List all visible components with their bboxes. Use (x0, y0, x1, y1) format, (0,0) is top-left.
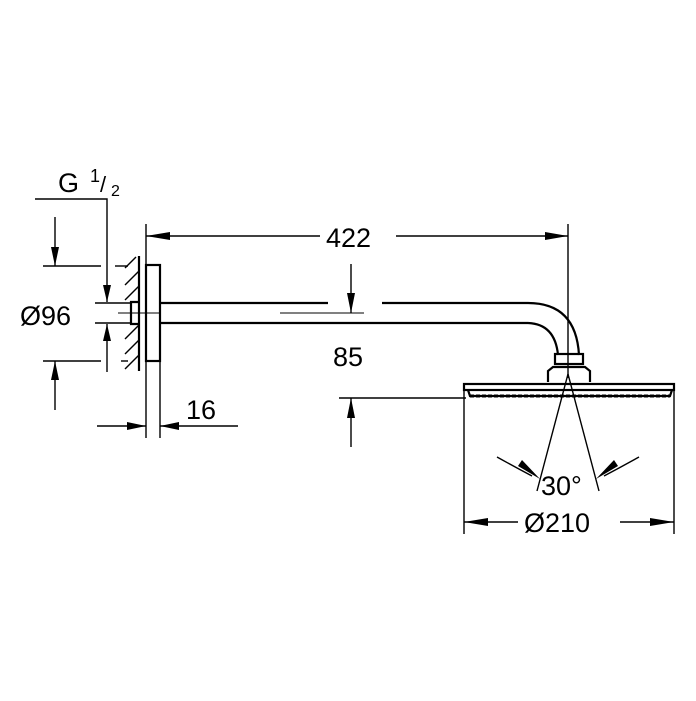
depth-arrow-left (160, 422, 179, 430)
thread-slash: / (100, 172, 107, 197)
shower-head (462, 352, 676, 398)
wall-flange (144, 263, 162, 363)
drop-arrow-down (347, 293, 355, 313)
angle-arrow-left (518, 460, 540, 479)
wall-hatch (124, 256, 141, 371)
spray-angle-label: 30° (541, 471, 582, 501)
projection-label: 422 (326, 223, 371, 253)
flange-arrow-down (51, 247, 59, 266)
flange-arrow-up (51, 361, 59, 380)
head-arrow-left (464, 518, 488, 526)
angle-arc-right (603, 456, 640, 477)
angle-arc-left (496, 456, 533, 477)
depth-arrow-right (127, 422, 146, 430)
spray-line-left (536, 373, 569, 492)
head-arrow-right (650, 518, 674, 526)
drop-height-label: 85 (333, 342, 363, 372)
spray-line-right (567, 373, 600, 492)
angle-arrow-right (596, 460, 618, 479)
flange-diameter-label: Ø96 (20, 301, 71, 331)
flange-depth-label: 16 (186, 395, 216, 425)
thread-letter: G (58, 168, 79, 198)
projection-arrow-left (146, 232, 170, 240)
thread-arrow-down (103, 285, 111, 302)
shower-arm (160, 301, 581, 356)
thread-leader-line (35, 198, 108, 302)
thread-label: G 1 / 2 (58, 166, 120, 200)
thread-arrow-up (103, 324, 111, 341)
head-diameter-label: Ø210 (524, 508, 590, 538)
flange-nipple (129, 300, 139, 326)
thread-denominator: 2 (111, 183, 120, 200)
thread-numerator: 1 (90, 166, 100, 186)
drop-arrow-up (347, 398, 355, 418)
projection-arrow-right (545, 232, 568, 240)
